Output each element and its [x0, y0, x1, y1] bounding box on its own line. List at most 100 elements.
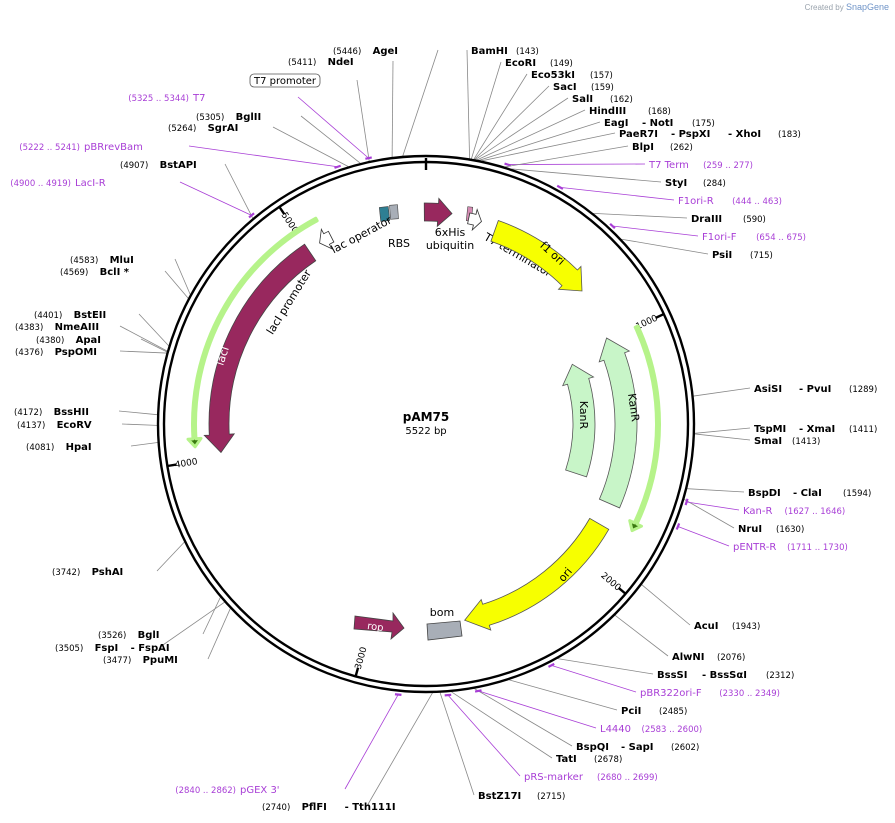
site-position: (5325 .. 5344) — [128, 94, 189, 104]
primer-mark — [365, 156, 372, 160]
site-name: NdeI — [328, 57, 354, 68]
site-name: BstEII — [74, 310, 107, 321]
site-name: pGEX 3' — [240, 785, 280, 796]
site-position: (2715) — [537, 792, 565, 802]
leader-line — [156, 541, 185, 572]
site-position: (4900 .. 4919) — [10, 179, 71, 189]
leader-line — [164, 270, 189, 299]
site-position: (444 .. 463) — [732, 197, 782, 207]
laci-promoter-arrow — [319, 228, 335, 250]
site-position: (2740) — [262, 803, 290, 813]
kanr-outer-arrow — [598, 337, 638, 509]
site-bcli: (4569) BclI * — [60, 267, 130, 278]
site-position: (1943) — [732, 622, 760, 632]
site-position: (2330 .. 2349) — [719, 689, 780, 699]
site-ecorv: (4137)EcoRV — [17, 420, 92, 431]
site-saci: SacI (159) — [553, 82, 614, 93]
rbs-label: RBS — [388, 237, 410, 250]
rbs-box — [389, 204, 399, 220]
leader-line — [621, 238, 709, 255]
site-tspmi: TspMI- XmaI(1411) — [754, 424, 877, 435]
site-asisi: AsiSI- PvuI(1289) — [754, 384, 877, 395]
site-name: SacI — [553, 82, 577, 93]
site-t7prom: T7 promoter — [249, 73, 321, 88]
site-name: BstZ17I — [478, 791, 521, 802]
primer-mark — [248, 212, 255, 219]
leader-line — [224, 163, 254, 219]
t7-promoter-box — [249, 73, 321, 88]
site-partner-name: - NotI — [642, 118, 673, 129]
leader-line — [694, 427, 751, 434]
site-name: EagI — [604, 118, 628, 129]
leader-line — [297, 96, 369, 159]
site-name: EcoRV — [57, 420, 92, 431]
site-name: PspOMI — [55, 347, 97, 358]
site-name: L4440 — [600, 724, 631, 735]
site-bsssi: BssSI- BssSαI(2312) — [657, 670, 794, 681]
site-position: (2076) — [717, 653, 745, 663]
leader-line — [504, 145, 629, 168]
site-name: DraIII — [691, 214, 722, 225]
site-eco53ki: Eco53kI (157) — [531, 70, 613, 81]
site-name: Eco53kI — [531, 70, 575, 81]
site-position: (262) — [670, 143, 693, 153]
site-partner-name: - SapI — [621, 742, 653, 753]
site-position: (143) — [516, 47, 539, 57]
site-position: (4401) — [34, 311, 62, 321]
leader-line — [138, 313, 169, 346]
leader-line — [560, 186, 675, 201]
site-name: BssSI — [657, 670, 687, 681]
site-name: MluI — [110, 255, 134, 266]
primer-mark — [675, 523, 681, 530]
leader-line — [356, 79, 370, 162]
leader-line — [447, 694, 521, 777]
site-name: AsiSI — [754, 384, 782, 395]
site-name: AlwNI — [672, 652, 705, 663]
leader-line — [508, 679, 618, 711]
site-name: PsiI — [712, 250, 732, 261]
leader-line — [677, 526, 730, 547]
site-position: (259 .. 277) — [703, 161, 753, 171]
site-pshai: (3742)PshAI — [52, 567, 123, 578]
site-name: pRS-marker — [524, 772, 584, 783]
site-psii: PsiI (715) — [712, 250, 773, 261]
site-name: SgrAI — [208, 123, 239, 134]
tick-label: 2000 — [598, 571, 622, 594]
site-name: T7 — [192, 93, 205, 104]
site-position: (157) — [590, 71, 613, 81]
site-name: BglII — [236, 112, 262, 123]
site-acui: AcuI(1943) — [694, 621, 760, 632]
primer-mark — [556, 184, 564, 190]
leader-line — [557, 658, 654, 675]
site-pgex3: pGEX 3'(2840 .. 2862) — [175, 785, 279, 796]
site-position: (183) — [778, 130, 801, 140]
site-bamhi: BamHI(143) — [471, 46, 539, 57]
site-nmeaiii: (4383)NmeAIII — [15, 322, 99, 333]
site-position: (715) — [750, 251, 773, 261]
site-position: (4569) — [60, 268, 88, 278]
primer-mark — [504, 162, 512, 167]
site-name: F1ori-F — [702, 232, 737, 243]
leader-line — [391, 60, 394, 158]
site-partner-name: - PspXI — [671, 129, 710, 140]
site-ecori: EcoRI(149) — [505, 58, 573, 69]
site-position: (654 .. 675) — [756, 233, 806, 243]
site-name: pBR322ori-F — [640, 688, 702, 699]
site-partner-name-2: - XhoI — [728, 129, 761, 140]
site-position: (3742) — [52, 568, 80, 578]
site-position: (1289) — [849, 385, 877, 395]
site-position: (1627 .. 1646) — [785, 507, 846, 517]
site-name: PpuMI — [143, 655, 178, 666]
site-position: (159) — [591, 83, 614, 93]
site-position: (3526) — [98, 631, 126, 641]
leader-line — [475, 97, 569, 160]
leader-line — [694, 433, 751, 441]
site-name: AgeI — [373, 46, 398, 57]
leader-line — [686, 501, 740, 511]
site-nrui: NruI(1630) — [738, 524, 804, 535]
rop-arrow — [353, 611, 405, 640]
leader-line — [466, 49, 470, 159]
site-name: BclI * — [100, 267, 130, 278]
leader-line — [471, 61, 502, 159]
